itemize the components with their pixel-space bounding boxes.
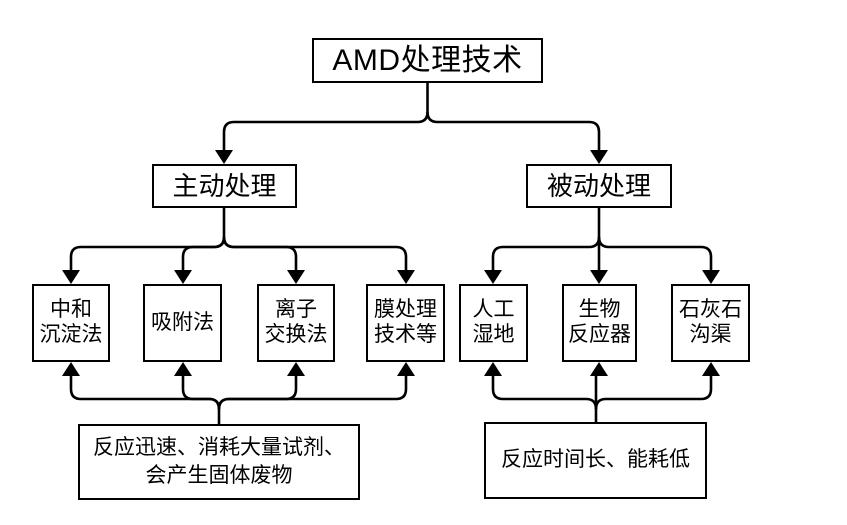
note-passive-treatment[interactable]: 反应时间长、能耗低 [484,422,707,499]
connector-active-to-c2 [181,236,226,272]
connector-note-left-to-c1 [69,375,221,410]
arrowhead-up-c3 [287,362,305,376]
node-constructed-wetland[interactable]: 人工 湿地 [459,284,528,362]
connector-note-left-to-c4 [217,375,408,410]
connector-root-to-active [222,111,429,150]
arrowhead-up-c2 [174,362,192,376]
node-membrane-technology[interactable]: 膜处理 技术等 [366,284,445,362]
connector-root-to-passive [426,111,601,150]
arrowhead-up-c4 [397,362,415,376]
arrowhead-to-active [215,150,233,164]
arrowhead-up-c7 [702,362,720,376]
arrowhead-up-c6 [590,362,608,376]
arrowhead-to-c1 [62,270,80,284]
connector-note-right-to-c7 [594,375,713,410]
arrowhead-to-c7 [702,270,720,284]
arrowhead-up-c1 [62,362,80,376]
node-bioreactor[interactable]: 生物 反应器 [562,284,637,362]
arrowhead-up-c5 [484,362,502,376]
connector-active-to-c4 [222,236,408,272]
connector-note-left-to-c2 [181,375,221,410]
arrowhead-to-c3 [287,270,305,284]
node-adsorption[interactable]: 吸附法 [143,284,222,362]
node-root[interactable]: AMD处理技术 [312,38,543,83]
connector-active-to-c3 [222,236,298,272]
arrowhead-to-c2 [174,270,192,284]
connector-note-left-to-c3 [217,375,298,410]
node-passive-treatment[interactable]: 被动处理 [526,164,672,208]
connector-passive-to-c3 [597,236,713,272]
arrowhead-to-c5 [484,270,502,284]
connector-note-right-to-c5 [491,375,598,410]
node-ion-exchange[interactable]: 离子 交换法 [257,284,335,362]
arrowhead-to-c6 [590,270,608,284]
node-neutralization-precipitation[interactable]: 中和 沉淀法 [32,284,110,362]
arrowhead-to-c4 [397,270,415,284]
connector-active-to-c1 [69,236,226,272]
connector-passive-to-c1 [491,236,601,272]
note-active-treatment[interactable]: 反应迅速、消耗大量试剂、 会产生固体废物 [78,424,360,500]
node-active-treatment[interactable]: 主动处理 [152,164,297,208]
arrowhead-to-passive [590,150,608,164]
node-limestone-channel[interactable]: 石灰石 沟渠 [671,284,750,362]
